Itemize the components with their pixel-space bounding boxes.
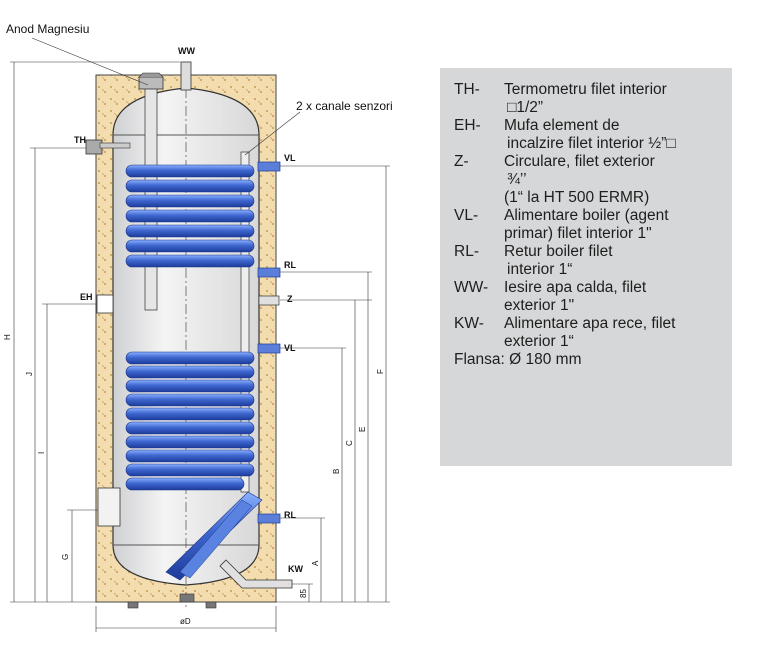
kw-label: KW [288,564,303,574]
legend-item-z: Z- Circulare, filet exterior ¾’’ (1“ la … [454,153,655,206]
rl-top-label: RL [284,260,296,270]
diameter-label: øD [180,617,191,626]
bottom-heat-exchanger-coil [125,351,255,491]
legend-panel: TH- Termometru filet interior □1/2” EH- … [440,68,732,466]
th-fitting [85,139,103,155]
legend-item-kw: KW- Alimentare apa rece, filet exterior … [454,315,676,350]
dim-c: C [345,440,354,446]
tank-feet [127,593,217,609]
z-stub [258,295,280,306]
dim-g: G [61,554,70,560]
flange [97,487,121,527]
dim-h: H [3,334,12,340]
anode-label: Anod Magnesiu [6,22,89,36]
legend-flange: Flansa: Ø 180 mm [454,351,582,368]
dim-i: I [37,452,46,454]
z-label: Z [287,294,293,304]
dim-a: A [311,560,320,566]
dim-e: E [358,427,367,432]
sensor-channel [240,151,250,493]
eh-fitting [96,294,114,314]
boiler-diagram: Anod Magnesiu 2 x canale senzori WW TH E… [3,22,393,632]
legend-item-eh: EH- Mufa element de incalzire filet inte… [454,117,676,152]
connection-stubs [257,161,281,524]
th-label: TH [74,135,86,145]
vl-bottom-label: VL [284,343,296,353]
dim-j: J [25,372,34,376]
rl-bottom-label: RL [284,510,296,520]
ww-label: WW [178,46,195,56]
legend-item-rl: RL- Retur boiler filet interior 1“ [454,243,613,278]
dim-f: F [376,369,385,374]
sensor-channel-label: 2 x canale senzori [296,99,393,113]
ww-pipe [180,61,192,91]
legend-item-ww: WW- Iesire apa calda, filet exterior 1" [454,279,647,314]
dim-b: B [332,469,341,474]
kw-pipe [219,559,293,589]
legend-item-th: TH- Termometru filet interior □1/2” [454,81,667,116]
vl-top-label: VL [284,153,296,163]
legend-item-vl: VL- Alimentare boiler (agent primar) fil… [454,207,669,242]
eh-label: EH [80,292,93,302]
top-heat-exchanger-coil [125,164,255,268]
dim-85: 85 [299,589,308,598]
